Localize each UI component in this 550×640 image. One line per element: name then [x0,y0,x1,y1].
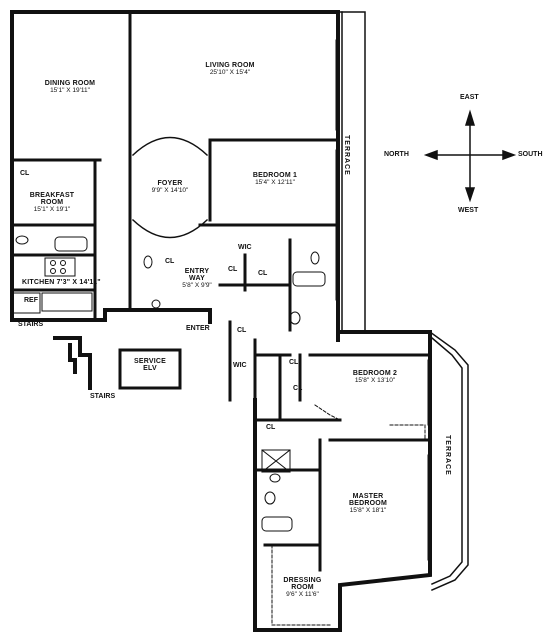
entry-way-name: ENTRY [184,268,210,275]
living-room-label: LIVING ROOM 25'10" X 15'4" [190,62,270,76]
compass-rose [423,109,517,203]
dressing-room-label: DRESSING ROOM 9'6" X 11'6" [275,577,330,598]
bedroom2-name: BEDROOM 2 [352,370,398,377]
breakfast-room-dims: 15'1" X 19'1" [33,206,71,213]
interior-walls [10,10,432,572]
terrace-right-outline [428,330,469,591]
living-room-name: LIVING ROOM [205,62,255,69]
service-elevator-shaft [118,348,182,390]
bedroom1-label: BEDROOM 1 15'4" X 12'11" [240,172,310,186]
terrace-label-top: TERRACE [343,135,350,176]
terrace-label-right: TERRACE [444,435,451,476]
breakfast-room-name2: ROOM [40,199,64,206]
closet-label-entry: CL [165,258,175,265]
living-room-dims: 25'10" X 15'4" [209,69,251,76]
master-bedroom-name: MASTER [352,493,384,500]
dining-room-name: DINING ROOM [44,80,96,87]
dressing-room-name2: ROOM [291,584,314,591]
closet-label-bedroom2-1: CL [289,359,299,366]
service-elevator-name: SERVICE [133,358,166,365]
dashed-closets [271,404,426,626]
kitchen-stove [44,257,76,277]
dressing-room-dims: 9'6" X 11'6" [286,591,319,598]
service-elevator-name2: ELV [143,365,157,372]
dressing-room-name: DRESSING [283,577,322,584]
entry-way-dims: 5'8" X 9'9" [182,282,212,289]
bathtubs [54,236,326,532]
window-marks [11,11,431,583]
foyer-label: FOYER 9'9" X 14'10" [140,180,200,194]
entry-way-label: ENTRY WAY 5'8" X 9'9" [172,268,222,289]
enter-label: ENTER [186,325,210,332]
closet-label-hall-2: CL [258,270,268,277]
terrace-top-outline [337,11,366,333]
closet-label-bedroom2-2: CL [293,385,303,392]
kitchen-counter [11,292,93,314]
bedroom1-dims: 15'4" X 12'11" [255,179,295,186]
compass-west: WEST [458,207,479,214]
service-elevator-label: SERVICE ELV [125,358,175,372]
master-bedroom-label: MASTER BEDROOM 15'8" X 18'1" [338,493,398,514]
breakfast-room-label: BREAKFAST ROOM 15'1" X 19'1" [22,192,82,213]
kitchen-label: KITCHEN 7'3" X 14'11" [22,279,101,286]
foyer-name: FOYER [157,180,183,187]
dining-room-label: DINING ROOM 15'1" X 19'11" [35,80,105,94]
master-bedroom-name2: BEDROOM [349,500,387,507]
closet-label-master: CL [266,424,276,431]
shower-stall [261,449,291,473]
compass-east: EAST [460,94,479,101]
entry-way-name2: WAY [189,275,205,282]
dining-room-dims: 15'1" X 19'11" [50,87,90,94]
closet-label-hall-3: CL [237,327,247,334]
bedroom2-label: BEDROOM 2 15'8" X 13'10" [340,370,410,384]
closet-label-breakfast: CL [20,170,30,177]
foyer-dims: 9'9" X 14'10" [151,187,189,194]
master-bedroom-dims: 15'8" X 18'1" [349,507,387,514]
kitchen-name: KITCHEN 7'3" X 14'11" [22,279,101,286]
compass-north: NORTH [384,151,409,158]
compass-south: SOUTH [518,151,543,158]
closet-label-hall-1: CL [228,266,238,273]
stairs-label-1: STAIRS [18,321,44,328]
stairs-label-2: STAIRS [90,393,116,400]
bedroom1-name: BEDROOM 1 [252,172,298,179]
stairs-left [53,336,92,390]
fixtures [15,235,320,505]
foyer-arcs [131,136,209,239]
breakfast-room-name: BREAKFAST [29,192,75,199]
bedroom2-dims: 15'8" X 13'10" [354,377,396,384]
wic-label-bedroom1: WIC [238,244,252,251]
wic-label-hall: WIC [233,362,247,369]
ref-label: REF [24,297,38,304]
exterior-walls [10,10,432,632]
